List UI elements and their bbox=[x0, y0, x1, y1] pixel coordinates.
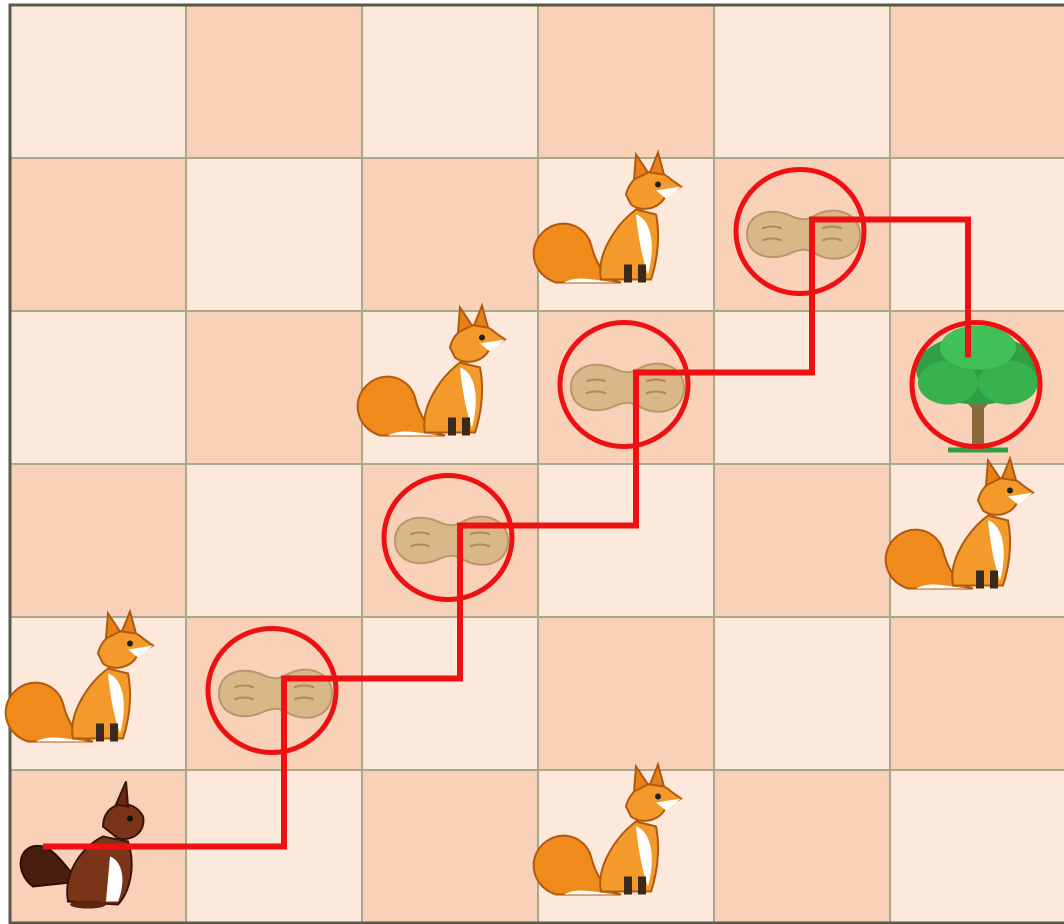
board-cell-r1-c0 bbox=[10, 158, 186, 311]
board-cell-r4-c4 bbox=[714, 617, 890, 770]
board-cell-r4-c2 bbox=[362, 617, 538, 770]
board-cell-r2-c0 bbox=[10, 311, 186, 464]
board-cell-r3-c1 bbox=[186, 464, 362, 617]
board-cell-r0-c3 bbox=[538, 5, 714, 158]
board-cell-r1-c2 bbox=[362, 158, 538, 311]
board-cell-r4-c3 bbox=[538, 617, 714, 770]
board-cell-r0-c1 bbox=[186, 5, 362, 158]
board-cell-r3-c0 bbox=[10, 464, 186, 617]
board-cell-r2-c1 bbox=[186, 311, 362, 464]
board-cell-r1-c5 bbox=[890, 158, 1064, 311]
board-cell-r3-c3 bbox=[538, 464, 714, 617]
board-cell-r0-c4 bbox=[714, 5, 890, 158]
board-cell-r5-c2 bbox=[362, 770, 538, 923]
board-cell-r0-c2 bbox=[362, 5, 538, 158]
board-cell-r5-c5 bbox=[890, 770, 1064, 923]
board-cell-r0-c5 bbox=[890, 5, 1064, 158]
board-cell-r5-c4 bbox=[714, 770, 890, 923]
board-cell-r2-c4 bbox=[714, 311, 890, 464]
board-cell-r4-c5 bbox=[890, 617, 1064, 770]
board-cell-r3-c4 bbox=[714, 464, 890, 617]
board-cell-r0-c0 bbox=[10, 5, 186, 158]
board-cell-r1-c1 bbox=[186, 158, 362, 311]
